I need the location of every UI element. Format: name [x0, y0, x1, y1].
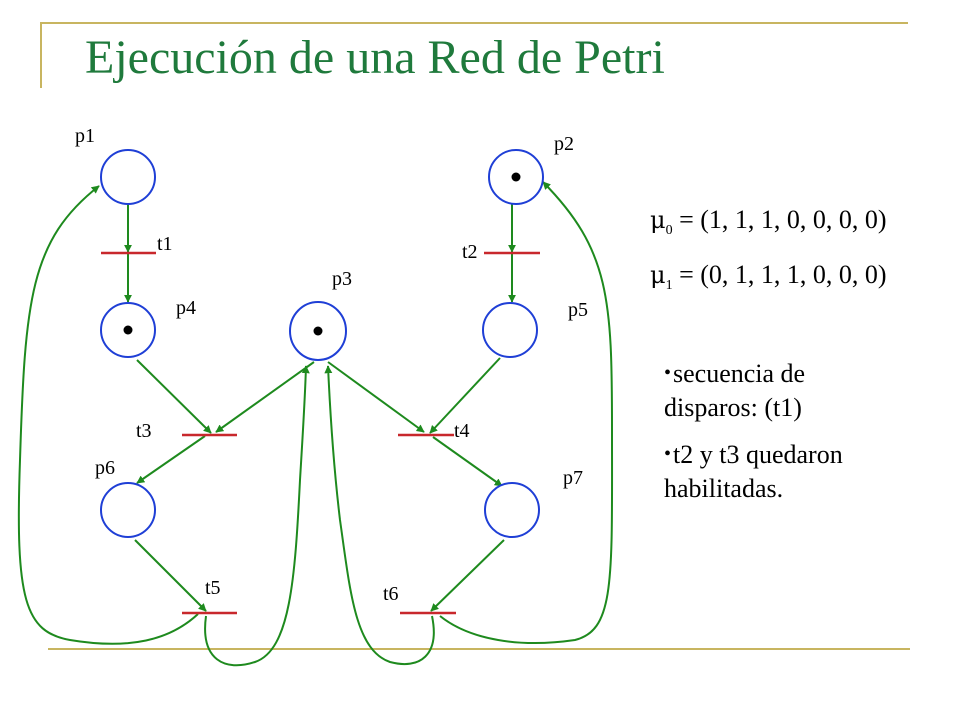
label-p2: p2 — [554, 133, 574, 155]
token-p3 — [313, 326, 323, 336]
arc-t5-p1 — [17, 185, 199, 645]
arc-p4-t3 — [136, 359, 212, 434]
bullet-icon: • — [664, 362, 672, 384]
top-rule — [40, 22, 908, 24]
place-p5 — [482, 302, 538, 358]
arc-p6-t5 — [134, 539, 207, 612]
label-p5: p5 — [568, 299, 588, 321]
label-t3: t3 — [136, 420, 152, 442]
token-p4 — [123, 325, 133, 335]
arc-t6-p2 — [439, 181, 614, 644]
label-p3: p3 — [332, 268, 352, 290]
label-p4: p4 — [176, 297, 196, 319]
label-p1: p1 — [75, 125, 95, 147]
label-t2: t2 — [462, 241, 478, 263]
marking-m1: μ1 = (0, 1, 1, 1, 0, 0, 0) — [650, 260, 887, 294]
notes-list: •secuencia de disparos: (t1) •t2 y t3 qu… — [664, 356, 894, 518]
marking-m0-value: = (1, 1, 1, 0, 0, 0, 0) — [672, 205, 887, 234]
arc-p5-t4 — [429, 357, 501, 434]
label-p7: p7 — [563, 467, 583, 489]
arc-p7-t6 — [430, 539, 505, 612]
token-p2 — [511, 172, 521, 182]
place-p1 — [100, 149, 156, 205]
place-p7 — [484, 482, 540, 538]
arc-p3-t4 — [327, 361, 425, 433]
label-t1: t1 — [157, 233, 173, 255]
marking-m1-value: = (0, 1, 1, 1, 0, 0, 0) — [672, 260, 887, 289]
marking-m1-index: 1 — [665, 278, 673, 294]
label-p6: p6 — [95, 457, 115, 479]
marking-m0-symbol: μ — [650, 206, 666, 234]
note-item: •t2 y t3 quedaron habilitadas. — [664, 437, 894, 506]
note-item: •secuencia de disparos: (t1) — [664, 356, 894, 425]
note-text: secuencia de disparos: (t1) — [664, 359, 806, 422]
marking-m1-symbol: μ — [650, 261, 666, 289]
left-rule — [40, 22, 42, 88]
place-p6 — [100, 482, 156, 538]
bottom-rule — [48, 648, 910, 650]
arc-t6-p3 — [324, 365, 435, 666]
label-t6: t6 — [383, 583, 399, 605]
arc-t4-p7 — [432, 436, 503, 487]
bullet-icon: • — [664, 443, 672, 465]
arc-t5-p3 — [204, 365, 310, 667]
label-t4: t4 — [454, 420, 470, 442]
note-text: t2 y t3 quedaron habilitadas. — [664, 440, 843, 503]
arc-t3-p6 — [136, 435, 206, 484]
marking-m0-index: 0 — [665, 223, 673, 239]
arc-p3-t3 — [215, 361, 315, 433]
label-t5: t5 — [205, 577, 221, 599]
slide-title: Ejecución de una Red de Petri — [85, 31, 665, 84]
marking-m0: μ0 = (1, 1, 1, 0, 0, 0, 0) — [650, 205, 887, 239]
